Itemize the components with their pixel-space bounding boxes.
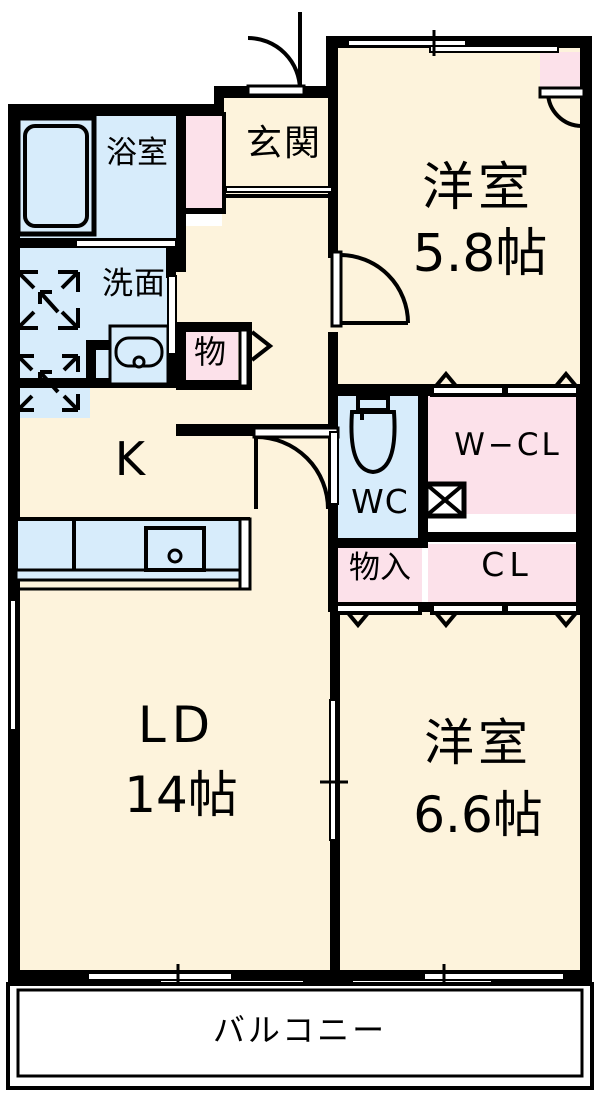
- room-label-yoshitsu-66-area: 6.6帖: [413, 786, 543, 844]
- room-label-yoshitsu-58-area: 5.8帖: [412, 224, 548, 284]
- ld-bedroom66-partition: [320, 699, 348, 841]
- genkan-hall-door: [225, 186, 333, 193]
- room-label-monoire: 物入: [349, 550, 411, 586]
- room-label-balcony: バルコニー: [212, 1011, 388, 1049]
- window-north-bed58: [347, 30, 559, 56]
- washbasin: [108, 324, 170, 386]
- room-label-mono: 物: [193, 333, 226, 371]
- bedroom58-closet-door: [538, 86, 586, 128]
- toilet-icon: [349, 396, 397, 475]
- mono-door: [238, 328, 274, 388]
- entrance-door: [246, 12, 306, 97]
- wc-door: [329, 431, 339, 505]
- room-label-ld-name: LD: [137, 696, 217, 754]
- room-label-cl: CL: [481, 545, 533, 584]
- bathtub: [15, 115, 97, 237]
- closet-doors-cl: [430, 602, 580, 629]
- washer-space-icon-2: [16, 354, 80, 412]
- closet-doors-wcl: [430, 370, 580, 397]
- window-west-ld: [9, 599, 17, 731]
- washroom-door: [167, 275, 177, 355]
- room-label-yoshitsu-58-name: 洋室: [421, 158, 534, 218]
- bedroom58-door: [330, 250, 410, 328]
- kitchen-counter: [14, 517, 252, 591]
- room-label-wc: WC: [351, 482, 409, 521]
- bathroom-door: [75, 239, 177, 248]
- room-label-senmen: 洗面: [102, 266, 166, 302]
- room-label-genkan: 玄関: [245, 123, 322, 164]
- room-label-kitchen: K: [114, 432, 146, 486]
- floor-fills: [10, 44, 586, 978]
- meter-box-icon: [423, 481, 467, 519]
- balcony-outline: [6, 982, 594, 1090]
- washer-space-icon: [16, 270, 80, 330]
- closet-doors-monoire: [334, 602, 422, 629]
- room-label-yoshitsu-66-name: 洋室: [424, 714, 532, 772]
- room-label-ld-area: 14帖: [124, 766, 238, 824]
- room-label-yokushitsu: 浴室: [106, 135, 168, 171]
- room-label-w-cl: W−CL: [454, 427, 562, 463]
